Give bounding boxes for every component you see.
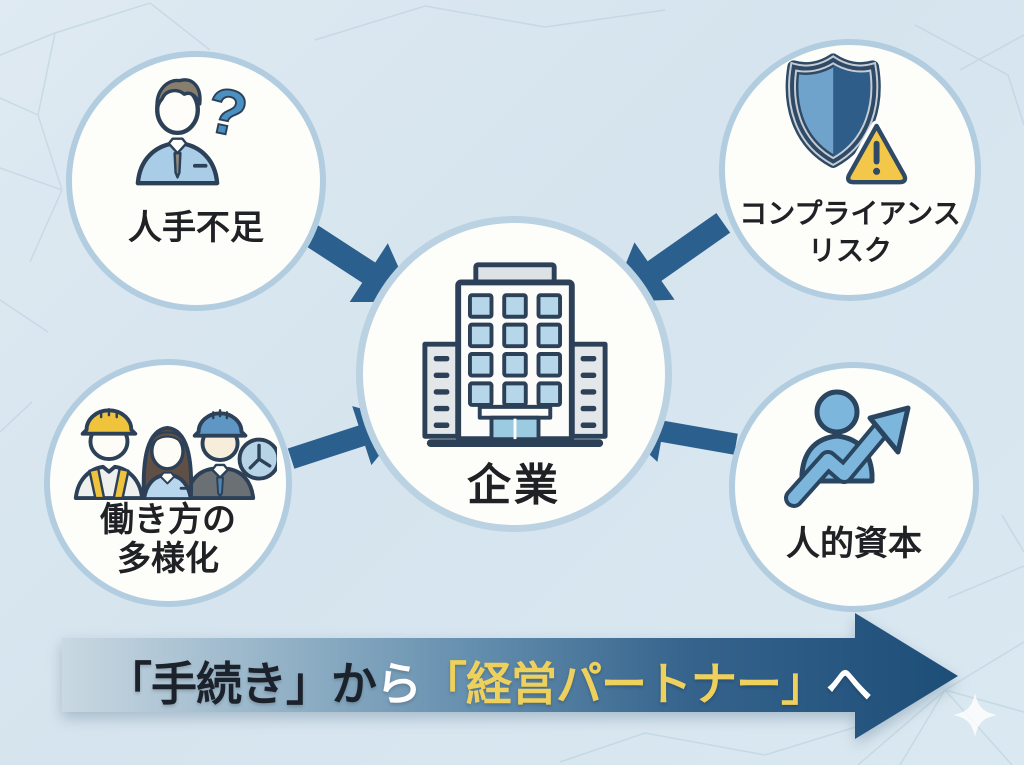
- node-label-line: 人的資本: [786, 525, 922, 563]
- human-capital-growth-icon: [784, 389, 911, 508]
- node-label: コンプライアンス リスク: [719, 195, 981, 269]
- sparkle-icon: [953, 693, 997, 737]
- arrow-top-left-icon: [291, 216, 415, 303]
- businessman-question-icon: ?: [135, 73, 250, 186]
- node-label: 企業: [356, 449, 672, 513]
- diverse-workers-icon: [73, 408, 277, 500]
- node-label-line: 働き方の: [100, 501, 236, 539]
- banner-segment: へ: [826, 658, 872, 710]
- transformation-banner-arrow: [62, 613, 958, 739]
- center-node-company: 企業: [356, 216, 672, 532]
- shield-warning-icon: [785, 53, 911, 188]
- node-label-line: 人手不足: [128, 209, 264, 247]
- banner-segment: ら: [376, 658, 422, 710]
- banner-text: 「手続き」から「経営パートナー」へ: [106, 648, 872, 714]
- node-label: 働き方の 多様化: [44, 501, 292, 579]
- node-label: 人的資本: [729, 516, 979, 565]
- node-label-line: コンプライアンス: [739, 198, 961, 229]
- node-label: 人手不足: [66, 200, 326, 249]
- banner-segment-highlight: 「経営パートナー」: [421, 658, 827, 710]
- node-label-line: 企業: [467, 461, 561, 510]
- svg-text:?: ?: [201, 73, 250, 151]
- banner-segment: 「手続き」か: [106, 658, 377, 710]
- factor-node-human-capital: 人的資本: [729, 362, 979, 612]
- node-label-line: リスク: [807, 235, 892, 266]
- company-building-icon: [422, 262, 608, 448]
- factor-node-labor-shortage: ? 人手不足: [66, 51, 326, 311]
- factor-node-compliance-risk: コンプライアンス リスク: [719, 39, 981, 301]
- factor-node-diverse-workstyles: 働き方の 多様化: [44, 359, 292, 607]
- node-label-line: 多様化: [117, 540, 219, 578]
